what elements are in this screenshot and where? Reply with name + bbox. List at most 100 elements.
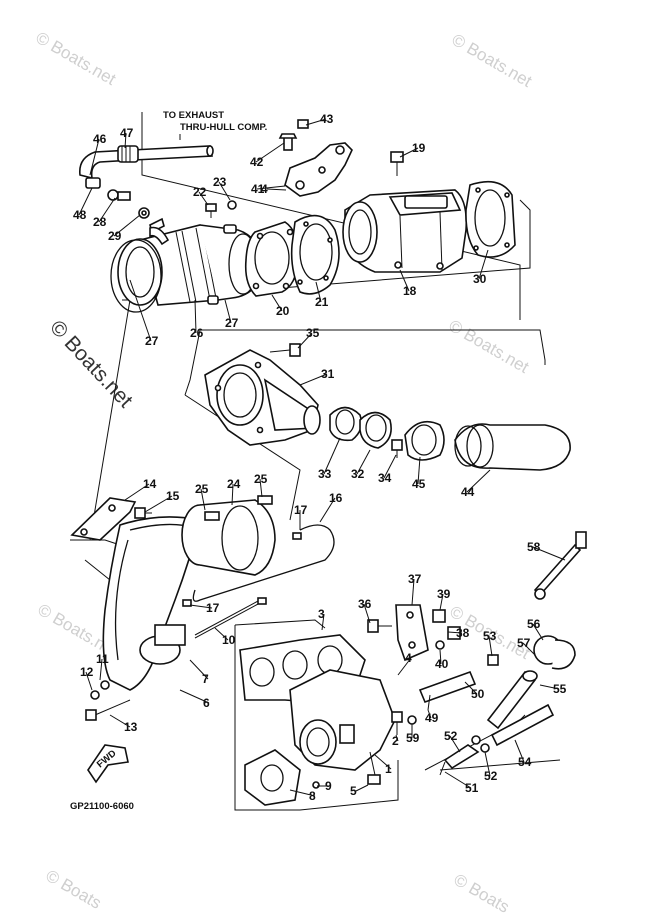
fitting-2 bbox=[391, 711, 403, 735]
annotation-line2: THRU-HULL COMP. bbox=[180, 122, 267, 133]
leader-line bbox=[266, 188, 287, 191]
leader-line bbox=[271, 294, 283, 312]
callout-number: 18 bbox=[403, 284, 417, 298]
leader-line bbox=[89, 138, 100, 176]
callout-number: 37 bbox=[408, 572, 422, 586]
flex-coupling-26 bbox=[110, 224, 263, 313]
callout-number: 10 bbox=[222, 633, 236, 647]
leader-line bbox=[484, 751, 491, 777]
callout-number: 27 bbox=[225, 316, 239, 330]
leader-line bbox=[447, 631, 463, 634]
leader-line bbox=[85, 671, 93, 691]
leader-line bbox=[532, 623, 544, 641]
callout-number: 43 bbox=[320, 112, 334, 126]
callout-number: 42 bbox=[250, 155, 264, 169]
leader-line bbox=[78, 187, 93, 216]
bolt-5 bbox=[312, 751, 381, 789]
callout-number: 19 bbox=[412, 141, 426, 155]
callout-number: 4 bbox=[405, 651, 412, 665]
forward-arrow: FWD bbox=[87, 744, 129, 784]
leader-line bbox=[256, 185, 286, 190]
callout-number: 2 bbox=[392, 734, 399, 748]
leader-line bbox=[466, 469, 491, 493]
leader-line bbox=[255, 142, 285, 163]
leader-line bbox=[399, 269, 410, 292]
bolt-22 bbox=[205, 200, 237, 218]
callout-number: 30 bbox=[473, 272, 487, 286]
bolt-10 bbox=[194, 597, 267, 639]
callout-number: 34 bbox=[378, 471, 392, 485]
callout-number: 32 bbox=[351, 467, 365, 481]
callout-number: 59 bbox=[406, 731, 420, 745]
leader-line bbox=[363, 603, 371, 624]
leader-line bbox=[99, 658, 103, 681]
callout-number: 55 bbox=[553, 682, 567, 696]
leader-line bbox=[439, 593, 444, 611]
bracket-41 bbox=[278, 119, 404, 197]
callout-number: 49 bbox=[425, 711, 439, 725]
leader-line bbox=[449, 735, 461, 753]
callout-number: 14 bbox=[143, 477, 157, 491]
callout-number: 16 bbox=[329, 491, 343, 505]
leader-line bbox=[305, 118, 327, 126]
bolt-35 bbox=[269, 343, 301, 357]
leader-line bbox=[124, 483, 150, 501]
callout-number: 53 bbox=[483, 629, 497, 643]
callout-number: 8 bbox=[309, 789, 316, 803]
annotation-line1: TO EXHAUST bbox=[163, 110, 224, 121]
callout-number: 12 bbox=[80, 665, 94, 679]
callout-number: 24 bbox=[227, 477, 241, 491]
callout-number: 51 bbox=[465, 781, 479, 795]
leader-line bbox=[124, 132, 127, 149]
leader-line bbox=[289, 789, 316, 797]
callout-number: 4 bbox=[261, 182, 268, 196]
callout-number: 45 bbox=[412, 477, 426, 491]
leader-line bbox=[399, 147, 419, 158]
callout-number: 38 bbox=[456, 626, 470, 640]
leader-line bbox=[488, 635, 493, 657]
exhaust-manifold-3 bbox=[239, 634, 396, 771]
callout-number: 23 bbox=[213, 175, 227, 189]
callout-number: 13 bbox=[124, 720, 138, 734]
thru-hull-pipe bbox=[78, 145, 214, 234]
leader-line bbox=[356, 449, 371, 475]
callout-number: 44 bbox=[461, 485, 475, 499]
callout-number: 46 bbox=[93, 132, 107, 146]
leader-line bbox=[444, 771, 472, 789]
leader-line bbox=[478, 249, 489, 280]
callout-number: 52 bbox=[484, 769, 498, 783]
leader-line bbox=[224, 299, 232, 324]
leader-line bbox=[383, 454, 397, 479]
callout-number: 57 bbox=[517, 636, 531, 650]
callout-number: 48 bbox=[73, 208, 87, 222]
callout-number: 52 bbox=[444, 729, 458, 743]
callout-number: 29 bbox=[108, 229, 122, 243]
leader-line bbox=[189, 659, 209, 680]
leader-line bbox=[144, 495, 173, 513]
fittings-49-50 bbox=[407, 670, 477, 725]
callout-number: 36 bbox=[358, 597, 372, 611]
leader-line bbox=[299, 373, 328, 386]
leader-line bbox=[321, 613, 325, 631]
callout-number: 56 bbox=[527, 617, 541, 631]
bolts-11-13 bbox=[85, 680, 131, 721]
leader-line bbox=[98, 197, 116, 223]
leader-line bbox=[113, 214, 141, 237]
leader-line bbox=[522, 642, 536, 656]
callout-number: 5 bbox=[350, 784, 357, 798]
callout-number: 3 bbox=[318, 607, 325, 621]
gaskets-20-21 bbox=[244, 214, 340, 297]
leader-line bbox=[179, 689, 210, 704]
leader-line bbox=[395, 734, 399, 742]
exhaust-chamber-31 bbox=[204, 349, 321, 446]
callout-number: 41 bbox=[251, 182, 265, 196]
callout-number: 28 bbox=[93, 215, 107, 229]
callout-number: 7 bbox=[202, 672, 209, 686]
callout-number: 47 bbox=[120, 126, 134, 140]
callout-number: 25 bbox=[254, 472, 268, 486]
gasket-30 bbox=[465, 180, 516, 258]
leader-line bbox=[214, 627, 229, 641]
diagram-code: GP21100-6060 bbox=[70, 801, 134, 812]
callout-number: 11 bbox=[96, 652, 109, 666]
callout-number: 9 bbox=[325, 779, 332, 793]
